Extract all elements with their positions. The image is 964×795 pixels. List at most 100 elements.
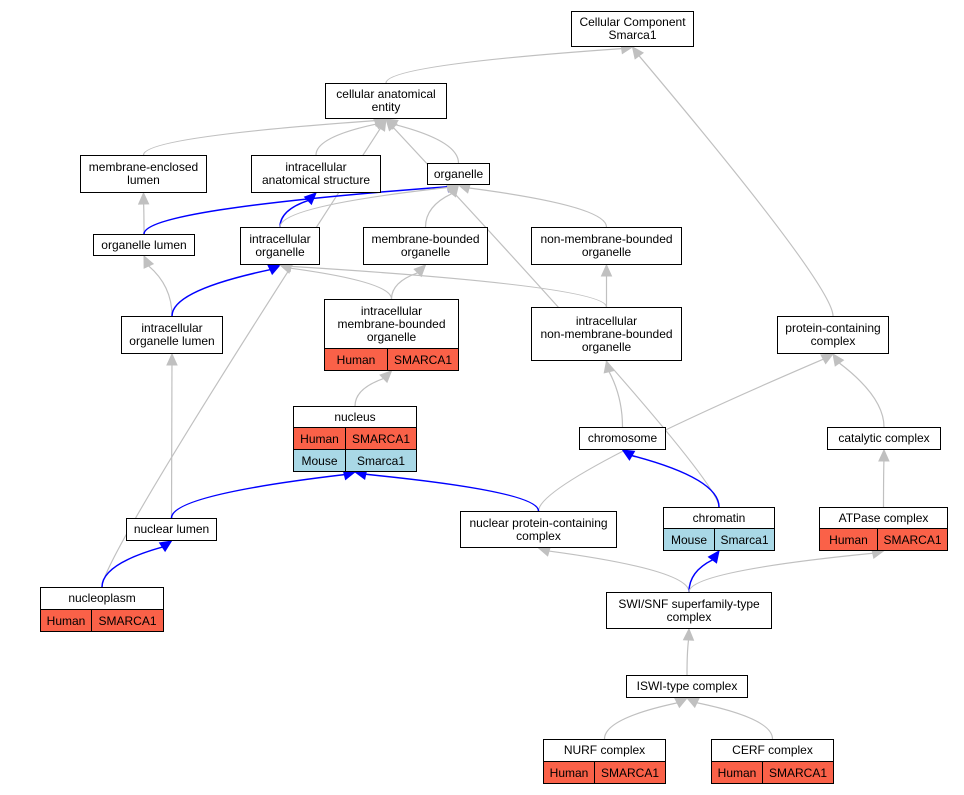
gene-cell: SMARCA1 [877, 529, 947, 550]
edge-membrane_enclosed_lumen-to-cellular_anatomical_entity [142, 114, 388, 156]
node-intracellular-anatomical-structure[interactable]: intracellular anatomical structure [251, 155, 381, 193]
node-organelle[interactable]: organelle [427, 163, 490, 185]
gene-cell: SMARCA1 [594, 762, 665, 783]
node-non-membrane-bounded-organelle[interactable]: non-membrane-bounded organelle [531, 227, 682, 265]
gene-cell: SMARCA1 [387, 349, 458, 370]
edge-line [365, 473, 540, 512]
node-label-line: complex [810, 334, 856, 348]
node-label-line: organelle [400, 245, 451, 259]
node-nucleus[interactable]: nucleus Human SMARCA1 Mouse Smarca1 [293, 406, 417, 472]
edge-cellular_anatomical_entity-to-cellular_component [385, 42, 634, 84]
edge-line [469, 187, 608, 228]
node-label-line: ATPase complex [838, 510, 929, 525]
edge-line [696, 702, 774, 740]
edge-line [537, 358, 824, 512]
node-iswi-type-complex[interactable]: ISWI-type complex [626, 675, 748, 698]
node-label-line: membrane-enclosed [88, 160, 199, 174]
node-label: ATPase complex [820, 508, 947, 528]
arrowhead [682, 627, 695, 641]
node-label-line: intracellular [575, 313, 638, 328]
node-label-line: non-membrane-bounded [540, 326, 673, 341]
edge-line [638, 55, 834, 317]
species-gene-row: Mouse Smarca1 [294, 449, 416, 471]
edge-nucleoplasm-to-nuclear_lumen [101, 540, 173, 588]
edge-line [290, 265, 608, 308]
node-chromosome[interactable]: chromosome [579, 427, 666, 450]
node-cellular-anatomical-entity[interactable]: cellular anatomical entity [325, 83, 447, 119]
node-label: intracellular organelle lumen [122, 317, 222, 353]
species-gene-row: Human SMARCA1 [544, 761, 665, 783]
species-cell: Human [549, 765, 589, 780]
node-label: catalytic complex [828, 428, 940, 449]
node-nuclear-protein-containing-complex[interactable]: nuclear protein-containing complex [460, 511, 617, 548]
node-membrane-bounded-organelle[interactable]: membrane-bounded organelle [363, 227, 488, 265]
species-gene-row: Human SMARCA1 [325, 348, 458, 370]
node-membrane-enclosed-lumen[interactable]: membrane-enclosed lumen [80, 155, 207, 193]
node-label: organelle [428, 164, 489, 184]
species-cell: Human [829, 532, 868, 547]
node-label-line: nucleus [334, 409, 376, 424]
edge-line [424, 193, 452, 228]
node-intracellular-organelle-lumen[interactable]: intracellular organelle lumen [121, 316, 223, 354]
node-label-line: nuclear lumen [133, 522, 210, 536]
gene-cell: Smarca1 [714, 529, 774, 550]
node-label: organelle lumen [94, 235, 194, 255]
node-swi-snf-superfamily-type-complex[interactable]: SWI/SNF superfamily-type complex [606, 592, 772, 629]
edge-atpase_complex-to-catalytic_complex [878, 448, 890, 508]
node-label-line: lumen [127, 173, 160, 187]
gene-cell: SMARCA1 [762, 762, 833, 783]
node-label: nuclear protein-containing complex [461, 512, 616, 547]
node-chromatin[interactable]: chromatin Mouse Smarca1 [663, 507, 775, 551]
edge-iswi_type_complex-to-swi_snf_superfamily_type_complex [682, 627, 695, 676]
node-cellular-component[interactable]: Cellular Component Smarca1 [571, 11, 694, 47]
node-atpase-complex[interactable]: ATPase complex Human SMARCA1 [819, 507, 948, 551]
node-cerf-complex[interactable]: CERF complex Human SMARCA1 [711, 739, 834, 784]
node-intracellular-organelle[interactable]: intracellular organelle [240, 227, 320, 265]
edge-intracellular_organelle_lumen-to-organelle_lumen [143, 254, 173, 317]
edge-organelle-to-cellular_anatomical_entity [384, 118, 460, 164]
species-cell: Mouse [670, 532, 708, 547]
arrowhead [621, 449, 636, 461]
node-label-line: chromatin [692, 510, 746, 525]
node-intracellular-membrane-bounded-organelle[interactable]: intracellular membrane-bounded organelle… [324, 299, 459, 371]
node-label-line: NURF complex [563, 743, 646, 757]
edge-line [315, 123, 377, 156]
node-label-line: organelle [433, 166, 484, 181]
arrowhead [143, 254, 155, 269]
arrowhead [707, 550, 720, 564]
node-label: CERF complex [712, 740, 833, 761]
species-gene-row: Human SMARCA1 [41, 609, 163, 631]
edge-organelle_lumen-to-membrane_enclosed_lumen [137, 191, 150, 235]
node-nuclear-lumen[interactable]: nuclear lumen [126, 518, 217, 541]
edge-line [170, 473, 345, 519]
node-label: non-membrane-bounded organelle [532, 228, 681, 264]
species-cell: Mouse [301, 453, 338, 468]
edge-chromosome-to-intracellular_non_membrane_bounded_organelle [603, 359, 624, 428]
node-label-line: anatomical structure [261, 173, 371, 187]
edge-line [603, 702, 678, 740]
arrowhead [385, 118, 398, 132]
node-label-line: complex [516, 528, 561, 543]
node-label-line: intracellular [249, 232, 311, 246]
node-protein-containing-complex[interactable]: protein-containing complex [777, 316, 889, 354]
node-label: nucleoplasm [41, 588, 163, 609]
node-label-line: SWI/SNF superfamily-type [618, 596, 760, 611]
gene-cell: Smarca1 [345, 450, 416, 471]
node-label-line: chromosome [587, 431, 658, 445]
node-nurf-complex[interactable]: NURF complex Human SMARCA1 [543, 739, 666, 784]
node-label-line: cellular anatomical [336, 87, 436, 101]
gene-cell: SMARCA1 [91, 610, 163, 631]
edge-line [279, 199, 309, 228]
node-catalytic-complex[interactable]: catalytic complex [827, 427, 941, 450]
node-label-line: intracellular [141, 321, 203, 335]
arrowhead [158, 540, 173, 553]
species-cell: Human [717, 765, 757, 780]
node-label: intracellular membrane-bounded organelle [325, 300, 458, 348]
arrowhead [446, 184, 460, 198]
node-nucleoplasm[interactable]: nucleoplasm Human SMARCA1 [40, 587, 164, 632]
node-label: ISWI-type complex [627, 676, 747, 697]
node-intracellular-non-membrane-bounded-organelle[interactable]: intracellular non-membrane-bounded organ… [531, 307, 682, 361]
node-organelle-lumen[interactable]: organelle lumen [93, 234, 195, 256]
